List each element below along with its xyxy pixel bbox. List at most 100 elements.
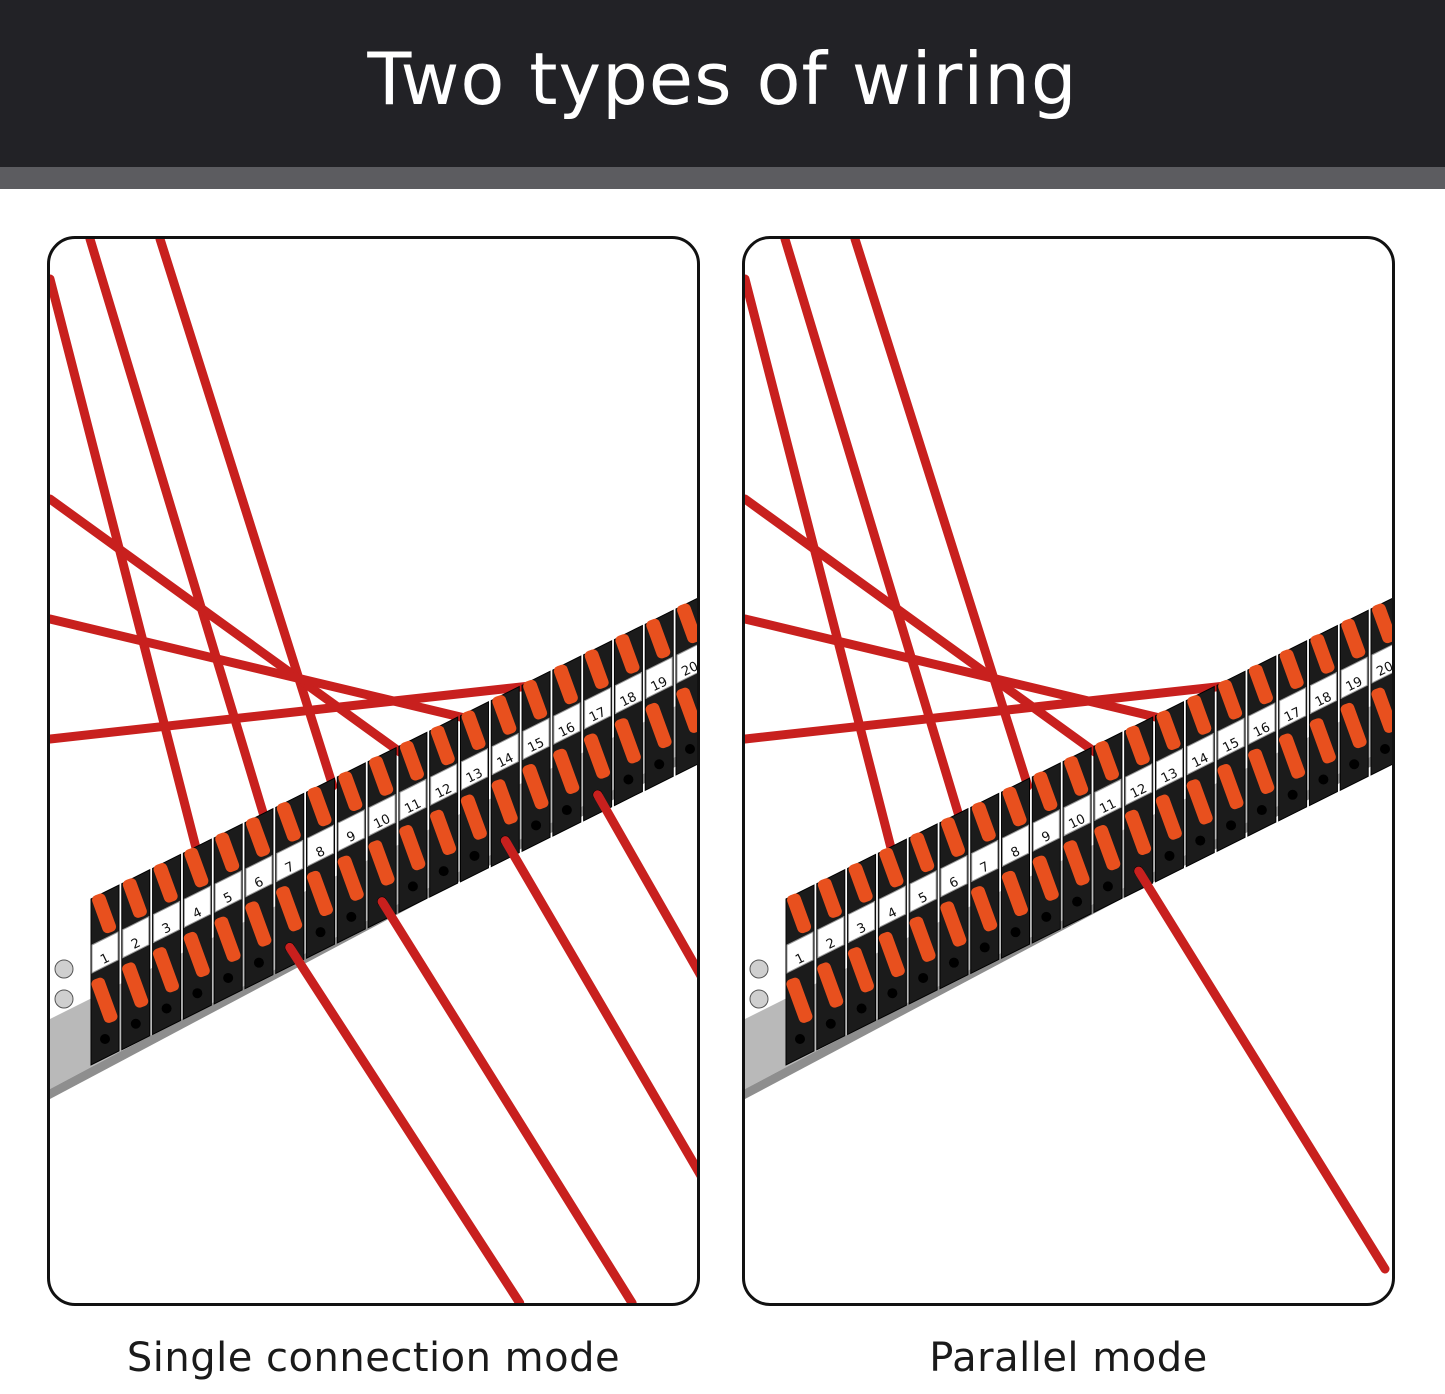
- upper-lever: [523, 679, 548, 720]
- lower-lever: [1371, 687, 1392, 733]
- upper-lever: [971, 801, 996, 842]
- lower-lever: [583, 733, 611, 779]
- lower-lever: [940, 901, 967, 947]
- terminal-block: 8: [306, 777, 336, 959]
- wire: [745, 494, 1101, 757]
- terminal-block: 12: [1124, 716, 1154, 898]
- parallel-mode-caption: Parallel mode: [929, 1335, 1208, 1381]
- wire-port: [1226, 820, 1237, 831]
- terminal-block: 18: [613, 624, 643, 807]
- lower-lever: [1094, 825, 1121, 871]
- wire: [50, 494, 406, 757]
- marker-tag: [1155, 748, 1183, 791]
- wire-port: [887, 988, 898, 999]
- terminal-block: 10: [1062, 746, 1092, 929]
- upper-lever: [677, 603, 697, 644]
- lower-lever: [337, 855, 364, 901]
- lower-lever: [1278, 733, 1306, 779]
- marker-tag: [307, 824, 335, 867]
- terminal-label: 11: [402, 796, 423, 817]
- marker-tag: [1002, 824, 1030, 867]
- upper-lever: [1094, 740, 1119, 781]
- terminal-block: 18: [1308, 624, 1338, 807]
- marker-tag: [245, 854, 273, 898]
- lower-lever: [522, 763, 549, 810]
- lower-lever: [1186, 779, 1213, 825]
- wire-port: [825, 1018, 836, 1029]
- lower-lever: [676, 687, 697, 733]
- marker-tag: [91, 931, 119, 974]
- wire: [50, 274, 202, 858]
- terminal-label: 17: [587, 705, 608, 726]
- upper-lever: [910, 832, 935, 873]
- upper-lever: [430, 725, 455, 766]
- wire-port: [253, 957, 264, 968]
- terminal-label: 10: [1067, 812, 1088, 833]
- page-title: Two types of wiring: [367, 36, 1078, 121]
- upper-lever: [1033, 771, 1058, 812]
- lower-lever: [491, 779, 518, 825]
- upper-lever: [1218, 679, 1243, 720]
- terminal-label: 13: [1159, 766, 1180, 787]
- lower-lever: [306, 870, 333, 917]
- terminal-label: 20: [1374, 659, 1392, 680]
- upper-lever: [879, 847, 904, 888]
- wire-port: [623, 774, 634, 785]
- marker-tag: [940, 854, 968, 898]
- marker-tag: [430, 763, 458, 806]
- upper-lever: [122, 878, 147, 918]
- lower-lever: [183, 931, 210, 978]
- wire-port: [469, 850, 480, 861]
- end-screw: [54, 959, 74, 979]
- lower-lever: [152, 947, 180, 993]
- end-screw: [749, 989, 769, 1009]
- wire: [50, 680, 541, 744]
- terminal-block: 11: [398, 731, 428, 914]
- terminal-label: 14: [495, 751, 516, 772]
- marker-tag: [878, 885, 906, 929]
- terminal-label: 15: [526, 735, 547, 756]
- wire-port: [1041, 911, 1052, 922]
- upper-lever: [92, 893, 117, 934]
- wire: [593, 790, 697, 979]
- lower-lever: [245, 901, 272, 947]
- marker-tag: [1094, 778, 1122, 822]
- lower-lever: [1248, 748, 1275, 794]
- upper-lever: [1341, 618, 1366, 659]
- upper-lever: [369, 756, 394, 796]
- lower-lever: [1001, 870, 1028, 917]
- single-connection-caption: Single connection mode: [126, 1335, 621, 1381]
- marker-tag: [786, 931, 814, 974]
- marker-tag: [183, 885, 211, 929]
- lower-lever: [1217, 763, 1244, 810]
- terminal-label: 14: [1190, 751, 1211, 772]
- wire: [155, 239, 338, 791]
- upper-lever: [1279, 649, 1304, 689]
- wire-port: [1256, 805, 1267, 816]
- header-stripe: [0, 167, 1445, 189]
- upper-wires: [745, 239, 1236, 858]
- upper-lever: [399, 740, 424, 781]
- terminal-label: 18: [1313, 690, 1334, 711]
- lower-lever: [909, 916, 936, 962]
- lower-lever: [399, 825, 426, 871]
- marker-tag: [122, 915, 150, 959]
- wire: [1134, 866, 1390, 1274]
- wire-port: [192, 988, 203, 999]
- terminal-label: 10: [372, 812, 393, 833]
- upper-lever: [215, 832, 240, 873]
- upper-lever: [787, 893, 812, 934]
- terminal-label: 19: [649, 674, 670, 695]
- marker-tag: [1279, 686, 1307, 730]
- marker-tag: [1063, 793, 1091, 837]
- upper-lever: [276, 801, 301, 842]
- wire: [285, 942, 525, 1303]
- marker-tag: [368, 793, 396, 837]
- terminal-block: 4: [182, 838, 212, 1021]
- wire-port: [948, 957, 959, 968]
- marker-tag: [491, 732, 519, 776]
- lower-lever: [614, 718, 641, 764]
- upper-lever: [1125, 725, 1150, 766]
